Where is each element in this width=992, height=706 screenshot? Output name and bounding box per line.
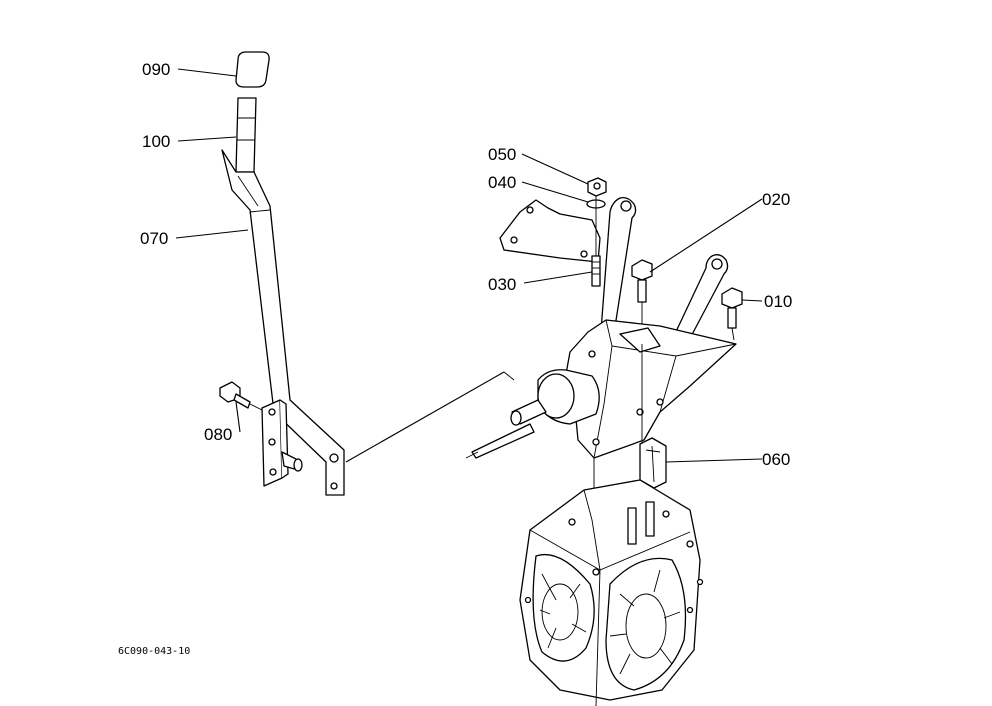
shift-housing-assembly	[345, 177, 743, 570]
callout-010: 010	[764, 292, 792, 311]
callout-100: 100	[142, 132, 170, 151]
nut[interactable]	[587, 177, 607, 197]
housing-bolt-010[interactable]	[721, 287, 743, 329]
callout-060: 060	[762, 450, 790, 469]
callout-090: 090	[142, 60, 170, 79]
shift-shaft[interactable]	[471, 423, 535, 459]
leader-lines	[175, 68, 763, 463]
gasket[interactable]	[639, 437, 667, 489]
drawing-code: 6C090-043-10	[118, 646, 190, 657]
callout-labels: 090 100 070 080 050 040 030 020 010 060 …	[118, 60, 792, 657]
pivot-bolt[interactable]	[219, 381, 263, 411]
stud-bolt[interactable]	[591, 255, 601, 287]
housing-bolt-020[interactable]	[631, 259, 653, 303]
transmission-case[interactable]	[519, 479, 704, 706]
shift-arm-left[interactable]	[599, 196, 637, 347]
callout-070: 070	[140, 229, 168, 248]
mounting-bracket[interactable]	[499, 199, 601, 263]
callout-020: 020	[762, 190, 790, 209]
lever-knob[interactable]	[235, 51, 270, 88]
shift-lever-assembly	[219, 51, 345, 496]
callout-050: 050	[488, 145, 516, 164]
callout-080: 080	[204, 425, 232, 444]
callout-040: 040	[488, 173, 516, 192]
lever-grip[interactable]	[235, 97, 257, 173]
callout-030: 030	[488, 275, 516, 294]
